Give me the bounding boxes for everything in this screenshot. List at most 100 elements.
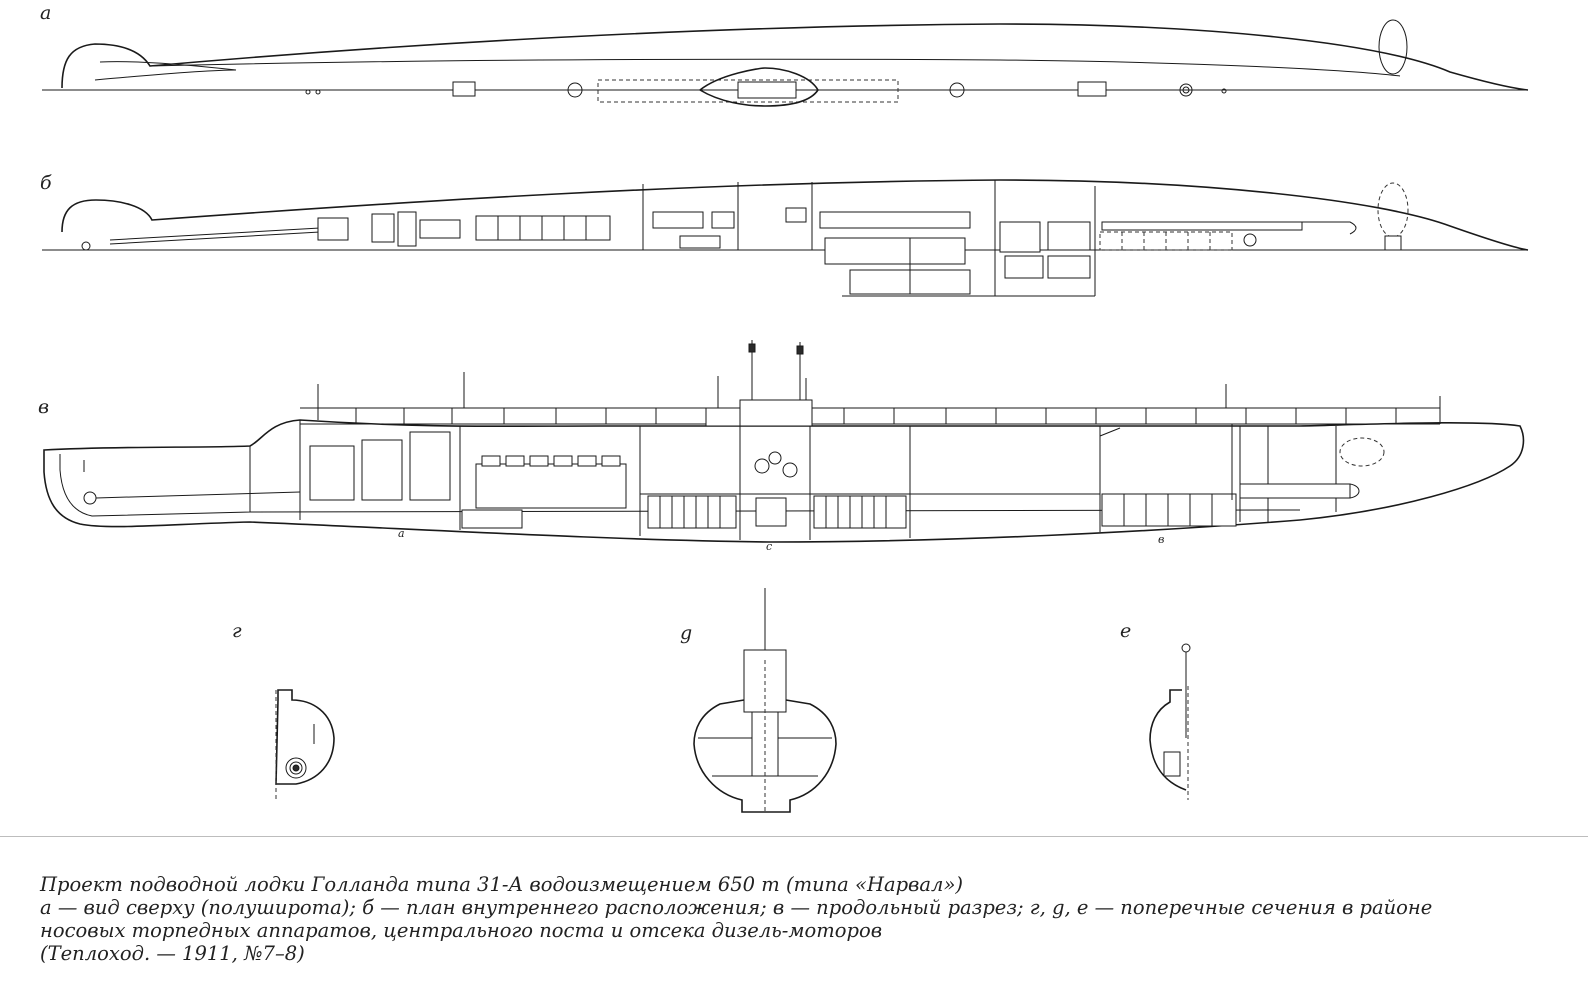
section-periscope-head	[748, 343, 756, 353]
section-handwheel	[782, 462, 798, 478]
section-torpedo-tube	[1239, 483, 1351, 499]
section-periscope-head	[796, 345, 804, 355]
plan-view-cabin	[1047, 255, 1091, 279]
view-label-section: в	[38, 396, 50, 418]
plan-view-bow-plane	[1377, 182, 1409, 238]
caption-divider	[0, 836, 1588, 837]
plan-view-equipment	[679, 235, 721, 249]
cross-section-g-torpedo-tube	[292, 764, 300, 772]
section-marker-c: с	[766, 540, 773, 553]
plan-view-diesel-engine	[475, 215, 611, 241]
plan-view-bow-fitting	[1384, 235, 1402, 251]
section-battery-cells	[813, 495, 907, 529]
section-propeller-shaft	[95, 491, 301, 499]
plan-view-shaft	[109, 231, 321, 245]
cross-section-d	[693, 588, 837, 813]
caption-legend-line2: носовых торпедных аппаратов, центральног…	[40, 919, 883, 942]
section-stern-compartment	[59, 446, 251, 517]
plan-view-flywheel	[397, 211, 417, 247]
plan-view-cabin	[1047, 221, 1091, 251]
section-fitting	[1099, 427, 1121, 437]
top-view-hatch	[1077, 81, 1107, 97]
cross-section-e-engine	[1163, 751, 1181, 777]
plan-view-equipment	[785, 207, 807, 223]
section-cylinder-head	[553, 455, 573, 467]
cross-section-d-hull	[693, 699, 837, 813]
plan-view-torpedo-tube-bow	[1302, 221, 1357, 235]
section-fuel-tank	[461, 509, 523, 529]
plan-view-propeller	[81, 241, 91, 251]
cross-section-g-outline	[275, 689, 335, 785]
cross-section-g-torpedo-tube	[285, 757, 307, 779]
plan-view-cabin	[999, 221, 1041, 253]
cross-section-e	[1149, 643, 1191, 800]
cross-section-label-e: е	[1120, 620, 1132, 642]
caption-title: Проект подводной лодки Голланда типа 31-…	[40, 873, 963, 896]
section-marker-b: в	[1158, 533, 1165, 546]
top-view	[42, 19, 1529, 107]
plan-view-cabin	[1004, 255, 1044, 279]
cross-section-label-d: g	[680, 622, 693, 644]
top-view-vent	[1179, 83, 1193, 97]
plan-view-torpedo-tube	[1101, 221, 1303, 231]
cross-section-g-torpedo-tube	[289, 761, 303, 775]
top-view-conning-tower	[698, 67, 819, 107]
section-torpedo-tube-cap	[1349, 483, 1360, 499]
plan-view-motor	[317, 217, 349, 241]
caption-legend-line1: а — вид сверху (полуширота); б — план вн…	[40, 896, 1433, 919]
plan-view-battery	[824, 237, 966, 265]
cross-section-e-ventilator-head	[1181, 643, 1191, 653]
section-propeller	[83, 491, 97, 505]
top-view-hatch	[452, 81, 476, 97]
caption-source: (Теплоход. — 1911, №7–8)	[40, 942, 305, 965]
top-view-bow-plane	[1378, 19, 1408, 75]
plan-view-hull-outline	[61, 179, 1529, 251]
top-view-vent	[1182, 86, 1190, 94]
top-view-superstructure	[597, 79, 899, 103]
top-view-bridge	[737, 81, 797, 99]
longitudinal-section	[43, 340, 1525, 543]
top-view-fitting	[305, 89, 311, 95]
plan-view-shaft-coupling	[419, 219, 461, 239]
top-view-hull-outline	[61, 23, 1529, 91]
plan-view-equipment	[652, 211, 704, 229]
section-hull-outline	[43, 419, 1525, 543]
section-handwheel	[754, 458, 770, 474]
plan-view-equipment	[711, 211, 735, 229]
view-label-plan: б	[40, 172, 52, 194]
section-marker-a: а	[398, 527, 405, 540]
cross-section-label-g: г	[232, 620, 242, 642]
section-switchboard	[361, 439, 403, 501]
top-view-stern-plane	[94, 61, 237, 81]
section-central-post-console	[755, 497, 787, 527]
plan-view-battery-row	[819, 211, 971, 229]
section-cylinder-head	[505, 455, 525, 467]
plan-view-clutch	[371, 213, 395, 243]
figure-caption: Проект подводной лодки Голланда типа 31-…	[40, 873, 1550, 965]
section-cylinder-head	[577, 455, 597, 467]
section-cylinder-head	[529, 455, 549, 467]
top-view-vent	[949, 82, 965, 98]
plan-view-capstan	[1243, 233, 1257, 247]
cross-section-g	[275, 689, 335, 800]
section-battery-cells	[647, 495, 737, 529]
section-cylinder-head	[481, 455, 501, 467]
submarine-drawing	[42, 19, 1529, 813]
section-bow-plane	[1339, 437, 1385, 467]
top-view-fitting	[1221, 88, 1227, 94]
plan-view-shaft	[109, 227, 321, 241]
section-torpedo-stowage	[1101, 493, 1237, 527]
section-diesel-engine	[475, 463, 627, 509]
plan-view	[42, 179, 1529, 297]
section-bridge	[705, 407, 741, 427]
top-view-deck-line	[149, 58, 1401, 77]
top-view-fitting	[315, 89, 321, 95]
cross-section-e-outline	[1149, 689, 1187, 791]
section-handwheel	[768, 451, 782, 465]
section-cylinder-head	[601, 455, 621, 467]
view-label-top: а	[40, 2, 52, 24]
section-electric-motor	[309, 445, 355, 501]
top-view-vent	[567, 82, 583, 98]
section-control-panel	[409, 431, 451, 501]
section-conning-tower	[739, 399, 813, 427]
